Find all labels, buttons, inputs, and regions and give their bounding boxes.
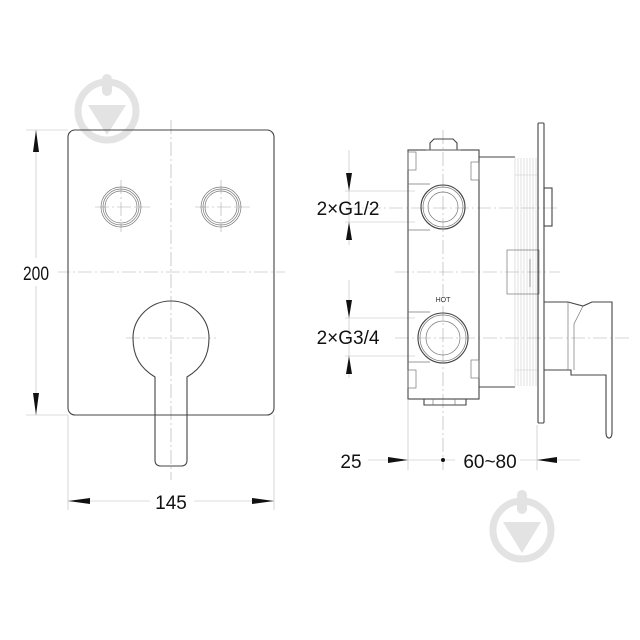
hot-label: HOT	[436, 297, 452, 304]
height-dimension-label: 200	[23, 263, 49, 285]
mixer-lever	[132, 300, 210, 467]
outlet-size-label: 2×G1/2	[317, 199, 380, 220]
outlet-port-g12	[420, 184, 466, 230]
watermark-download-icon-top	[74, 74, 140, 144]
depth-range-label: 60~80	[463, 452, 516, 473]
diverter-button-left	[100, 186, 142, 228]
depth-front-label: 25	[340, 452, 361, 473]
cover-plate-side	[537, 122, 545, 424]
threaded-sleeve	[514, 157, 537, 387]
width-dimension-label: 145	[155, 493, 187, 514]
front-view: 200 145	[14, 120, 285, 514]
inlet-size-label: 2×G3/4	[317, 328, 380, 349]
mixer-lever-side	[544, 301, 613, 439]
cover-plate	[67, 129, 275, 416]
side-view: HOT 2×G1/2	[317, 122, 630, 473]
watermark-download-icon-bottom	[489, 490, 555, 563]
diverter-button-right	[200, 186, 242, 228]
inlet-port-g34-hot	[417, 312, 469, 364]
